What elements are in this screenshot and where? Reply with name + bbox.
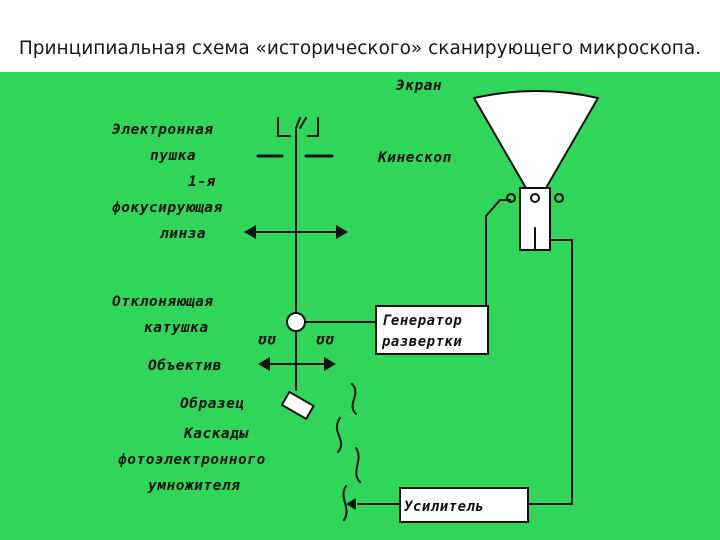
lens-label-1: 1-я bbox=[188, 174, 216, 190]
objective-arrowhead-left bbox=[258, 357, 270, 371]
pmt-cascade-2 bbox=[335, 417, 343, 453]
pmt-label-2: фотоэлектронного bbox=[118, 452, 266, 468]
deflection-label-2: катушка bbox=[144, 320, 209, 336]
scan-coil-right bbox=[554, 193, 564, 203]
pmt-label-3: умножителя bbox=[147, 478, 240, 494]
pmt-cascade-3 bbox=[355, 447, 361, 483]
electron-gun-label-2: пушка bbox=[150, 148, 196, 164]
amplifier-label: Усилитель bbox=[404, 499, 484, 515]
lens-arrowhead-right bbox=[336, 225, 348, 239]
scan-coil-left bbox=[506, 193, 516, 203]
lens-arrowhead-left bbox=[244, 225, 256, 239]
pmt-arrowhead bbox=[346, 498, 356, 510]
objective-label: Объектив bbox=[148, 358, 222, 374]
coil-symbol-left: ʊʊ bbox=[258, 332, 276, 348]
scan-spot bbox=[530, 193, 540, 203]
kinescope-screen bbox=[473, 90, 599, 189]
electron-gun-label-1: Электронная bbox=[112, 122, 214, 138]
sample-label: Образец bbox=[180, 396, 245, 412]
scan-generator-label-2: развертки bbox=[381, 334, 462, 350]
slide-title: Принципиальная схема «исторического» ска… bbox=[18, 38, 702, 59]
pmt-label-1: Каскады bbox=[183, 426, 249, 442]
objective-arrowhead-right bbox=[324, 357, 336, 371]
scan-generator-label-1: Генератор bbox=[382, 313, 462, 329]
deflection-coil bbox=[286, 312, 306, 332]
scan-generator-box bbox=[375, 305, 489, 355]
amplifier-wire bbox=[527, 239, 573, 505]
lens-label-2: фокусирующая bbox=[112, 200, 223, 216]
generator-wire bbox=[485, 199, 511, 323]
kinescope-label: Кинескоп bbox=[377, 150, 452, 166]
sample-block bbox=[280, 390, 315, 420]
coil-symbol-right: ʊʊ bbox=[316, 332, 334, 348]
electron-gun-symbol bbox=[277, 117, 319, 137]
pmt-cascade-4 bbox=[342, 485, 348, 521]
deflection-label-1: Отклоняющая bbox=[112, 294, 214, 310]
lens-label-3: линза bbox=[159, 226, 206, 242]
screen-label: Экран bbox=[396, 78, 442, 94]
pmt-cascade-1 bbox=[351, 383, 357, 415]
diagram-background bbox=[0, 72, 720, 540]
amplifier-box bbox=[399, 487, 529, 523]
